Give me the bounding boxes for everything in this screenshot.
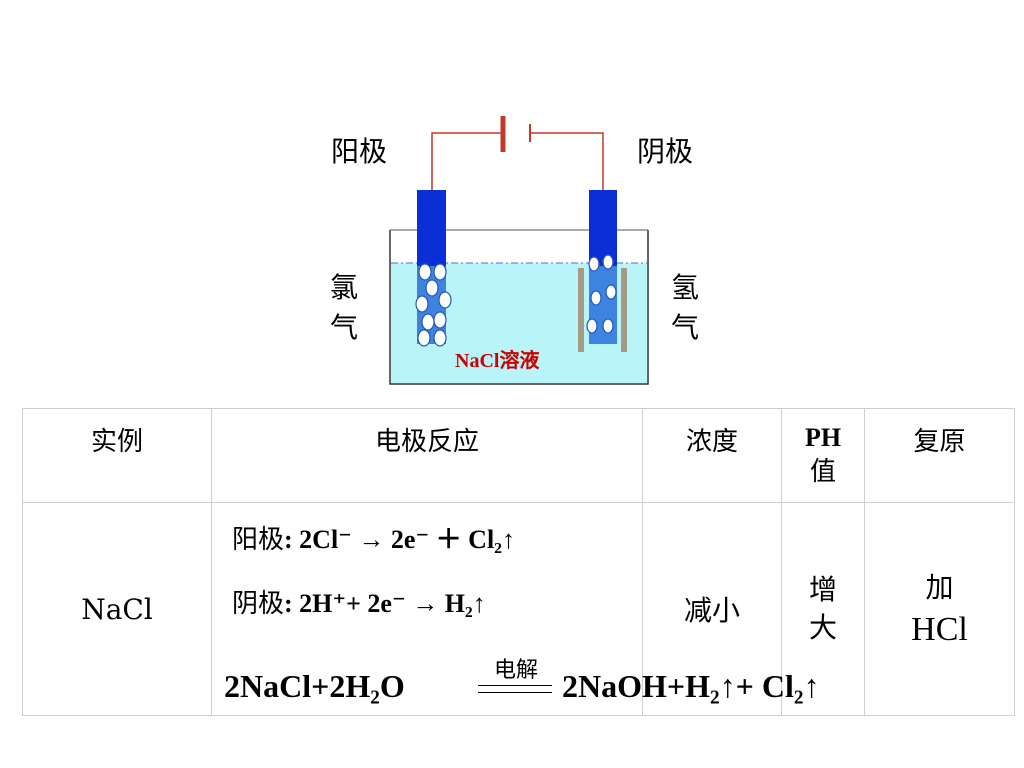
electrolysis-table: 实例 电极反应 浓度 PH 值 复原 NaCl 阳极: 2Cl⁻ → 2e⁻ ＋… — [22, 408, 1015, 716]
header-electrode-reaction: 电极反应 — [211, 408, 643, 503]
electrode-reaction-cell: 阳极: 2Cl⁻ → 2e⁻ ＋ Cl₂↑ 阴极: 2H⁺+ 2e⁻ → H₂↑ — [211, 502, 643, 716]
equals-bar-top — [478, 685, 552, 686]
chlorine-label: 氯 气 — [329, 271, 358, 344]
anode-label: 阳极 — [331, 135, 388, 168]
overall-equation: 2NaCl+2H₂O 电解 2NaOH+H₂↑+ Cl₂↑ — [224, 658, 924, 712]
chlorine-bubbles — [415, 263, 452, 347]
diaphragm-right — [621, 268, 627, 352]
equation-reactants: 2NaCl+2H₂O — [224, 668, 405, 704]
circuit-wire — [431, 132, 604, 190]
concentration-cell: 减小 — [642, 502, 782, 716]
equals-bar-bottom — [478, 692, 552, 693]
solution-label: NaCl溶液 — [455, 350, 540, 372]
electrolysis-diagram: 阳极 阴极 氯 气 氢 气 NaCl溶液 — [329, 116, 699, 385]
electrolytic-cell-graphic — [389, 116, 649, 385]
header-example: 实例 — [22, 408, 212, 503]
hydrogen-bubbles — [586, 254, 617, 334]
anode-electrode — [417, 190, 446, 266]
hydrogen-label: 氢 气 — [670, 271, 699, 344]
cathode-reaction: 阴极: 2H⁺+ 2e⁻ → H₂↑ — [232, 589, 486, 619]
diaphragm-left — [578, 268, 584, 352]
restore-cell: 加 HCl — [864, 502, 1015, 716]
ph-change-cell: 增 大 — [781, 502, 865, 716]
table-header-row: 实例 电极反应 浓度 PH 值 复原 — [22, 408, 1015, 503]
battery-icon — [500, 116, 531, 152]
cathode-label: 阴极 — [637, 135, 694, 168]
equation-condition: 电解 — [493, 658, 538, 683]
header-restore: 复原 — [864, 408, 1015, 503]
beaker — [389, 230, 649, 385]
table-row: NaCl 阳极: 2Cl⁻ → 2e⁻ ＋ Cl₂↑ 阴极: 2H⁺+ 2e⁻ … — [22, 502, 1015, 716]
header-ph: PH 值 — [781, 408, 865, 503]
example-cell: NaCl — [22, 502, 212, 716]
anode-reaction: 阳极: 2Cl⁻ → 2e⁻ ＋ Cl₂↑ — [232, 525, 515, 555]
cathode-electrode — [589, 190, 617, 266]
equation-products: 2NaOH+H₂↑+ Cl₂↑ — [562, 668, 820, 704]
header-concentration: 浓度 — [642, 408, 782, 503]
